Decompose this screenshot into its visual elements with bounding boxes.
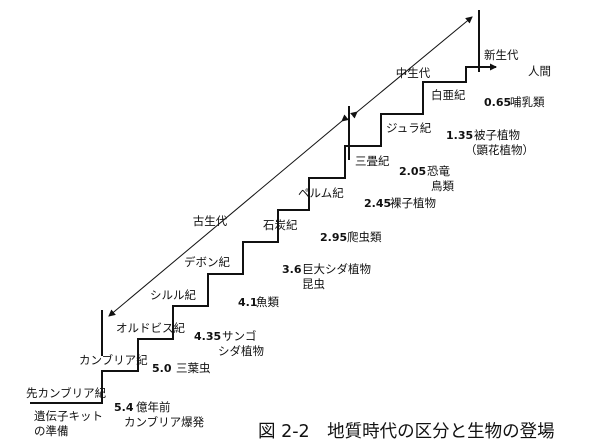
event-5-4-line1: 億年前 <box>136 400 171 414</box>
age-2-45: 2.45 <box>364 197 391 210</box>
period-label-triassic: 三畳紀 <box>355 154 390 168</box>
period-label-cenozoic: 新生代 <box>484 48 519 62</box>
mesozoic-span-arrow <box>350 16 473 119</box>
event-5-4-line2: カンブリア爆発 <box>124 415 205 429</box>
period-label-devonian: デボン紀 <box>184 255 230 269</box>
event-1-35-line1: 被子植物 <box>474 128 520 142</box>
paleozoic-span-arrow <box>108 114 349 317</box>
era-label-mesozoic: 中生代 <box>396 66 431 80</box>
genetic-toolkit-note-line2: の準備 <box>34 424 69 438</box>
period-label-carboniferous: 石炭紀 <box>263 218 298 232</box>
event-4-35-line1: サンゴ <box>222 329 257 343</box>
age-2-95: 2.95 <box>320 231 347 244</box>
figure-caption: 図 2-2 地質時代の区分と生物の登場 <box>258 422 555 442</box>
event-4-35-line2: シダ植物 <box>218 344 264 358</box>
age-1-35: 1.35 <box>446 129 473 142</box>
age-4-35: 4.35 <box>194 330 221 343</box>
event-2-05-line1: 恐竜 <box>427 164 450 178</box>
event-4-1: 魚類 <box>256 295 279 309</box>
event-5-0: 三葉虫 <box>176 361 211 375</box>
event-2-95: 爬虫類 <box>347 230 382 244</box>
age-2-05: 2.05 <box>399 165 426 178</box>
age-5-4: 5.4 <box>114 401 134 414</box>
event-2-05-line2: 鳥類 <box>431 179 454 193</box>
age-4-1: 4.1 <box>238 296 258 309</box>
age-5-0: 5.0 <box>152 362 172 375</box>
event-3-6-line2: 昆虫 <box>302 277 325 291</box>
age-3-6: 3.6 <box>282 263 302 276</box>
era-label-paleozoic: 古生代 <box>193 214 228 228</box>
period-label-cretaceous: 白亜紀 <box>431 88 466 102</box>
period-label-cambrian: カンブリア紀 <box>79 353 148 367</box>
event-2-45: 裸子植物 <box>390 196 436 210</box>
event-3-6-line1: 巨大シダ植物 <box>302 262 371 276</box>
period-label-ordovician: オルドビス紀 <box>116 321 185 335</box>
period-label-precambrian: 先カンブリア紀 <box>26 386 107 400</box>
period-label-jurassic: ジュラ紀 <box>386 121 432 135</box>
genetic-toolkit-note-line1: 遺伝子キット <box>34 409 103 423</box>
period-label-silurian: シルル紀 <box>150 288 196 302</box>
event-human: 人間 <box>528 64 551 78</box>
period-label-permian: ペルム紀 <box>298 186 344 200</box>
age-0-65: 0.65 <box>484 96 511 109</box>
event-1-35-line2: （顕花植物） <box>465 143 534 157</box>
event-0-65: 哺乳類 <box>510 95 545 109</box>
